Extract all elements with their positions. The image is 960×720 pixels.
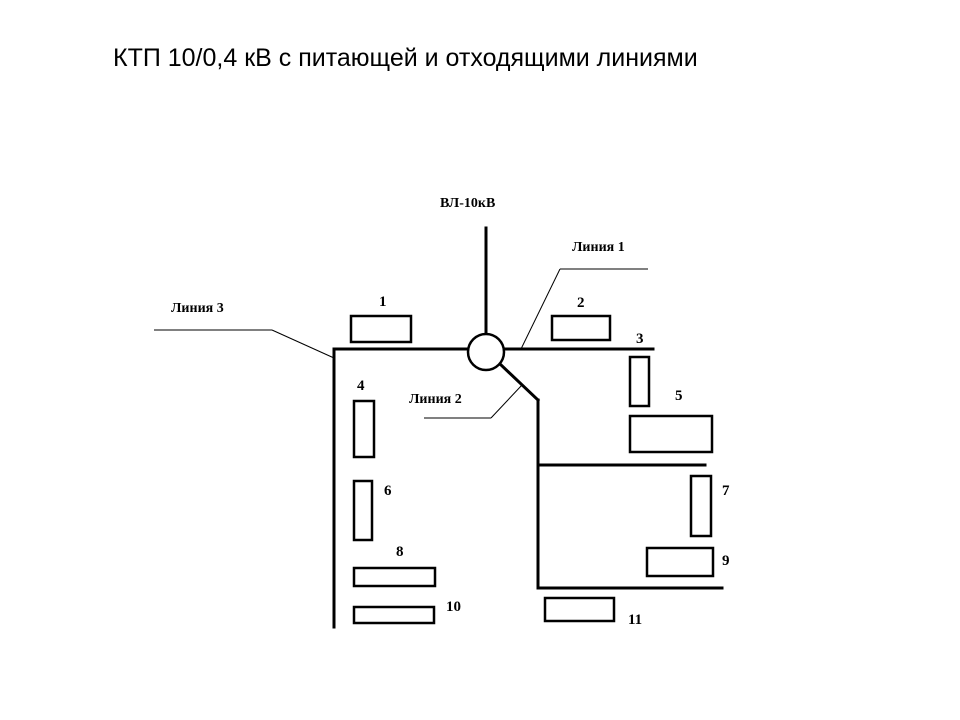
consumer-4 (352, 399, 376, 459)
consumer-1 (349, 314, 413, 344)
consumer-5-number: 5 (675, 388, 683, 404)
consumer-7 (689, 474, 713, 538)
consumer-3-number: 3 (636, 331, 644, 347)
consumer-10 (352, 605, 436, 625)
consumer-7-number: 7 (722, 483, 730, 499)
feeder-label: ВЛ-10кВ (440, 196, 495, 211)
consumer-2-number: 2 (577, 295, 585, 311)
consumer-8-number: 8 (396, 544, 404, 560)
line1-leader-diagonal (520, 268, 561, 350)
line3-label: Линия 3 (171, 301, 224, 316)
line2-diagonal (497, 361, 541, 403)
consumer-8 (352, 566, 437, 588)
consumer-2 (550, 314, 612, 342)
consumer-11 (543, 596, 616, 623)
substation-node (466, 332, 506, 372)
consumer-10-number: 10 (446, 599, 461, 615)
consumer-5 (628, 414, 714, 454)
slide-title: КТП 10/0,4 кВ с питающей и отходящими ли… (113, 44, 698, 72)
consumer-11-number: 11 (628, 612, 642, 628)
consumer-1-number: 1 (379, 294, 387, 310)
line1-label: Линия 1 (572, 240, 625, 255)
consumer-6 (352, 479, 374, 542)
consumer-4-number: 4 (357, 378, 365, 394)
consumer-9-number: 9 (722, 553, 730, 569)
consumer-6-number: 6 (384, 483, 392, 499)
line2-label: Линия 2 (409, 392, 462, 407)
consumer-9 (645, 546, 715, 578)
consumer-3 (628, 355, 651, 408)
line2-leader-diagonal (490, 384, 523, 419)
line3-leader-diagonal (271, 329, 335, 359)
